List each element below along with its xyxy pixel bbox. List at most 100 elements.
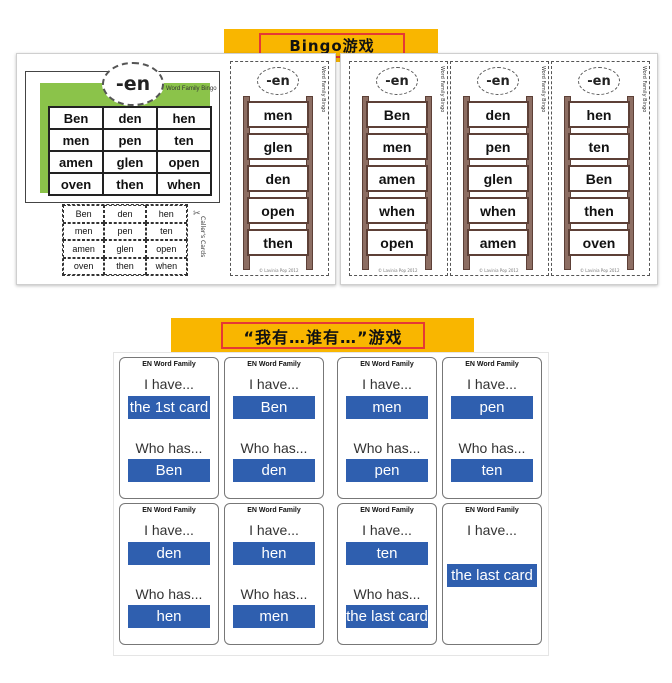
ladder-rung: amen: [467, 229, 529, 256]
caller-card: oven: [63, 257, 105, 275]
board-cell: den: [103, 107, 157, 129]
who-has-text: Who has...: [458, 440, 526, 456]
have-word-box: men: [346, 396, 428, 419]
board-cell: glen: [103, 151, 157, 173]
ladder-rung: pen: [467, 133, 529, 160]
who-has-text: Who has...: [240, 440, 308, 456]
strip-label: Word Family Bingo: [439, 66, 445, 113]
board-label: Word Family Bingo: [166, 86, 217, 92]
card-header: EN Word Family: [247, 507, 301, 514]
who-word-box: Ben: [128, 459, 210, 482]
board-sound-oval: -en: [102, 62, 164, 106]
board-cell: ten: [157, 129, 211, 151]
caller-card: glen: [104, 240, 146, 258]
ladder-rung: then: [568, 197, 630, 224]
caller-cards-label: Caller's Cards: [199, 216, 206, 258]
board-cell: oven: [49, 173, 103, 195]
strip-sound-oval: -en: [376, 67, 418, 95]
ladder-rung: amen: [366, 165, 428, 192]
strip-sound-oval: -en: [578, 67, 620, 95]
ladder-rung: hen: [568, 101, 630, 128]
i-have-text: I have...: [144, 376, 194, 392]
who-word-box: hen: [128, 605, 210, 628]
ladder-rung: open: [366, 229, 428, 256]
who-word-box: men: [233, 605, 315, 628]
board-cell: when: [157, 173, 211, 195]
ladder-rung: men: [247, 101, 309, 128]
i-have-text: I have...: [249, 522, 299, 538]
caller-card: amen: [63, 240, 105, 258]
card-header: EN Word Family: [360, 361, 414, 368]
caller-card: den: [104, 205, 146, 223]
board-cell: amen: [49, 151, 103, 173]
who-has-text: Who has...: [135, 586, 203, 602]
who-has-text: Who has...: [353, 440, 421, 456]
caller-card: hen: [145, 205, 187, 223]
caller-card: then: [104, 257, 146, 275]
card-header: EN Word Family: [465, 507, 519, 514]
ladder-rung: den: [467, 101, 529, 128]
i-have-text: I have...: [144, 522, 194, 538]
strip-label: Word Family Bingo: [540, 66, 546, 113]
card-header: EN Word Family: [360, 507, 414, 514]
have-word-box: pen: [451, 396, 533, 419]
who-word-box: den: [233, 459, 315, 482]
strip-sound-oval: -en: [477, 67, 519, 95]
have-word-box: den: [128, 542, 210, 565]
ladder-rung: den: [247, 165, 309, 192]
board-cell: men: [49, 129, 103, 151]
i-have-text: I have...: [362, 376, 412, 392]
caller-card: ten: [145, 222, 187, 240]
board-cell: hen: [157, 107, 211, 129]
ladder-rung: oven: [568, 229, 630, 256]
who-word-box: ten: [451, 459, 533, 482]
caller-card: pen: [104, 222, 146, 240]
i-have-text: I have...: [362, 522, 412, 538]
caller-card: men: [63, 222, 105, 240]
who-has-text: Who has...: [135, 440, 203, 456]
board-cell: open: [157, 151, 211, 173]
who-has-text: Who has...: [240, 586, 308, 602]
scissors-icon: ✂: [193, 209, 201, 219]
caller-card: Ben: [63, 205, 105, 223]
who-word-box: pen: [346, 459, 428, 482]
strip-footer: © Lavinia Pop 2012: [378, 268, 418, 273]
card-header: EN Word Family: [465, 361, 519, 368]
ladder-rung: when: [366, 197, 428, 224]
ladder-rung: glen: [247, 133, 309, 160]
caller-card: when: [145, 257, 187, 275]
caller-card: open: [145, 240, 187, 258]
strip-footer: © Lavinia Pop 2012: [259, 268, 299, 273]
ladder-rung: glen: [467, 165, 529, 192]
ladder-rung: ten: [568, 133, 630, 160]
ladder-rung: men: [366, 133, 428, 160]
board-cell: Ben: [49, 107, 103, 129]
ladder-rung: then: [247, 229, 309, 256]
have-word-box: ten: [346, 542, 428, 565]
i-have-text: I have...: [249, 376, 299, 392]
ladder-rung: Ben: [366, 101, 428, 128]
have-word-box: Ben: [233, 396, 315, 419]
ladder-rung: open: [247, 197, 309, 224]
have-who-title: “我有…谁有…”游戏: [221, 322, 425, 349]
who-word-box: the last card: [346, 605, 428, 628]
ladder-rung: Ben: [568, 165, 630, 192]
i-have-text: I have...: [467, 522, 517, 538]
strip-footer: © Lavinia Pop 2012: [580, 268, 620, 273]
strip-label: Word Family Bingo: [641, 66, 647, 113]
i-have-text: I have...: [467, 376, 517, 392]
